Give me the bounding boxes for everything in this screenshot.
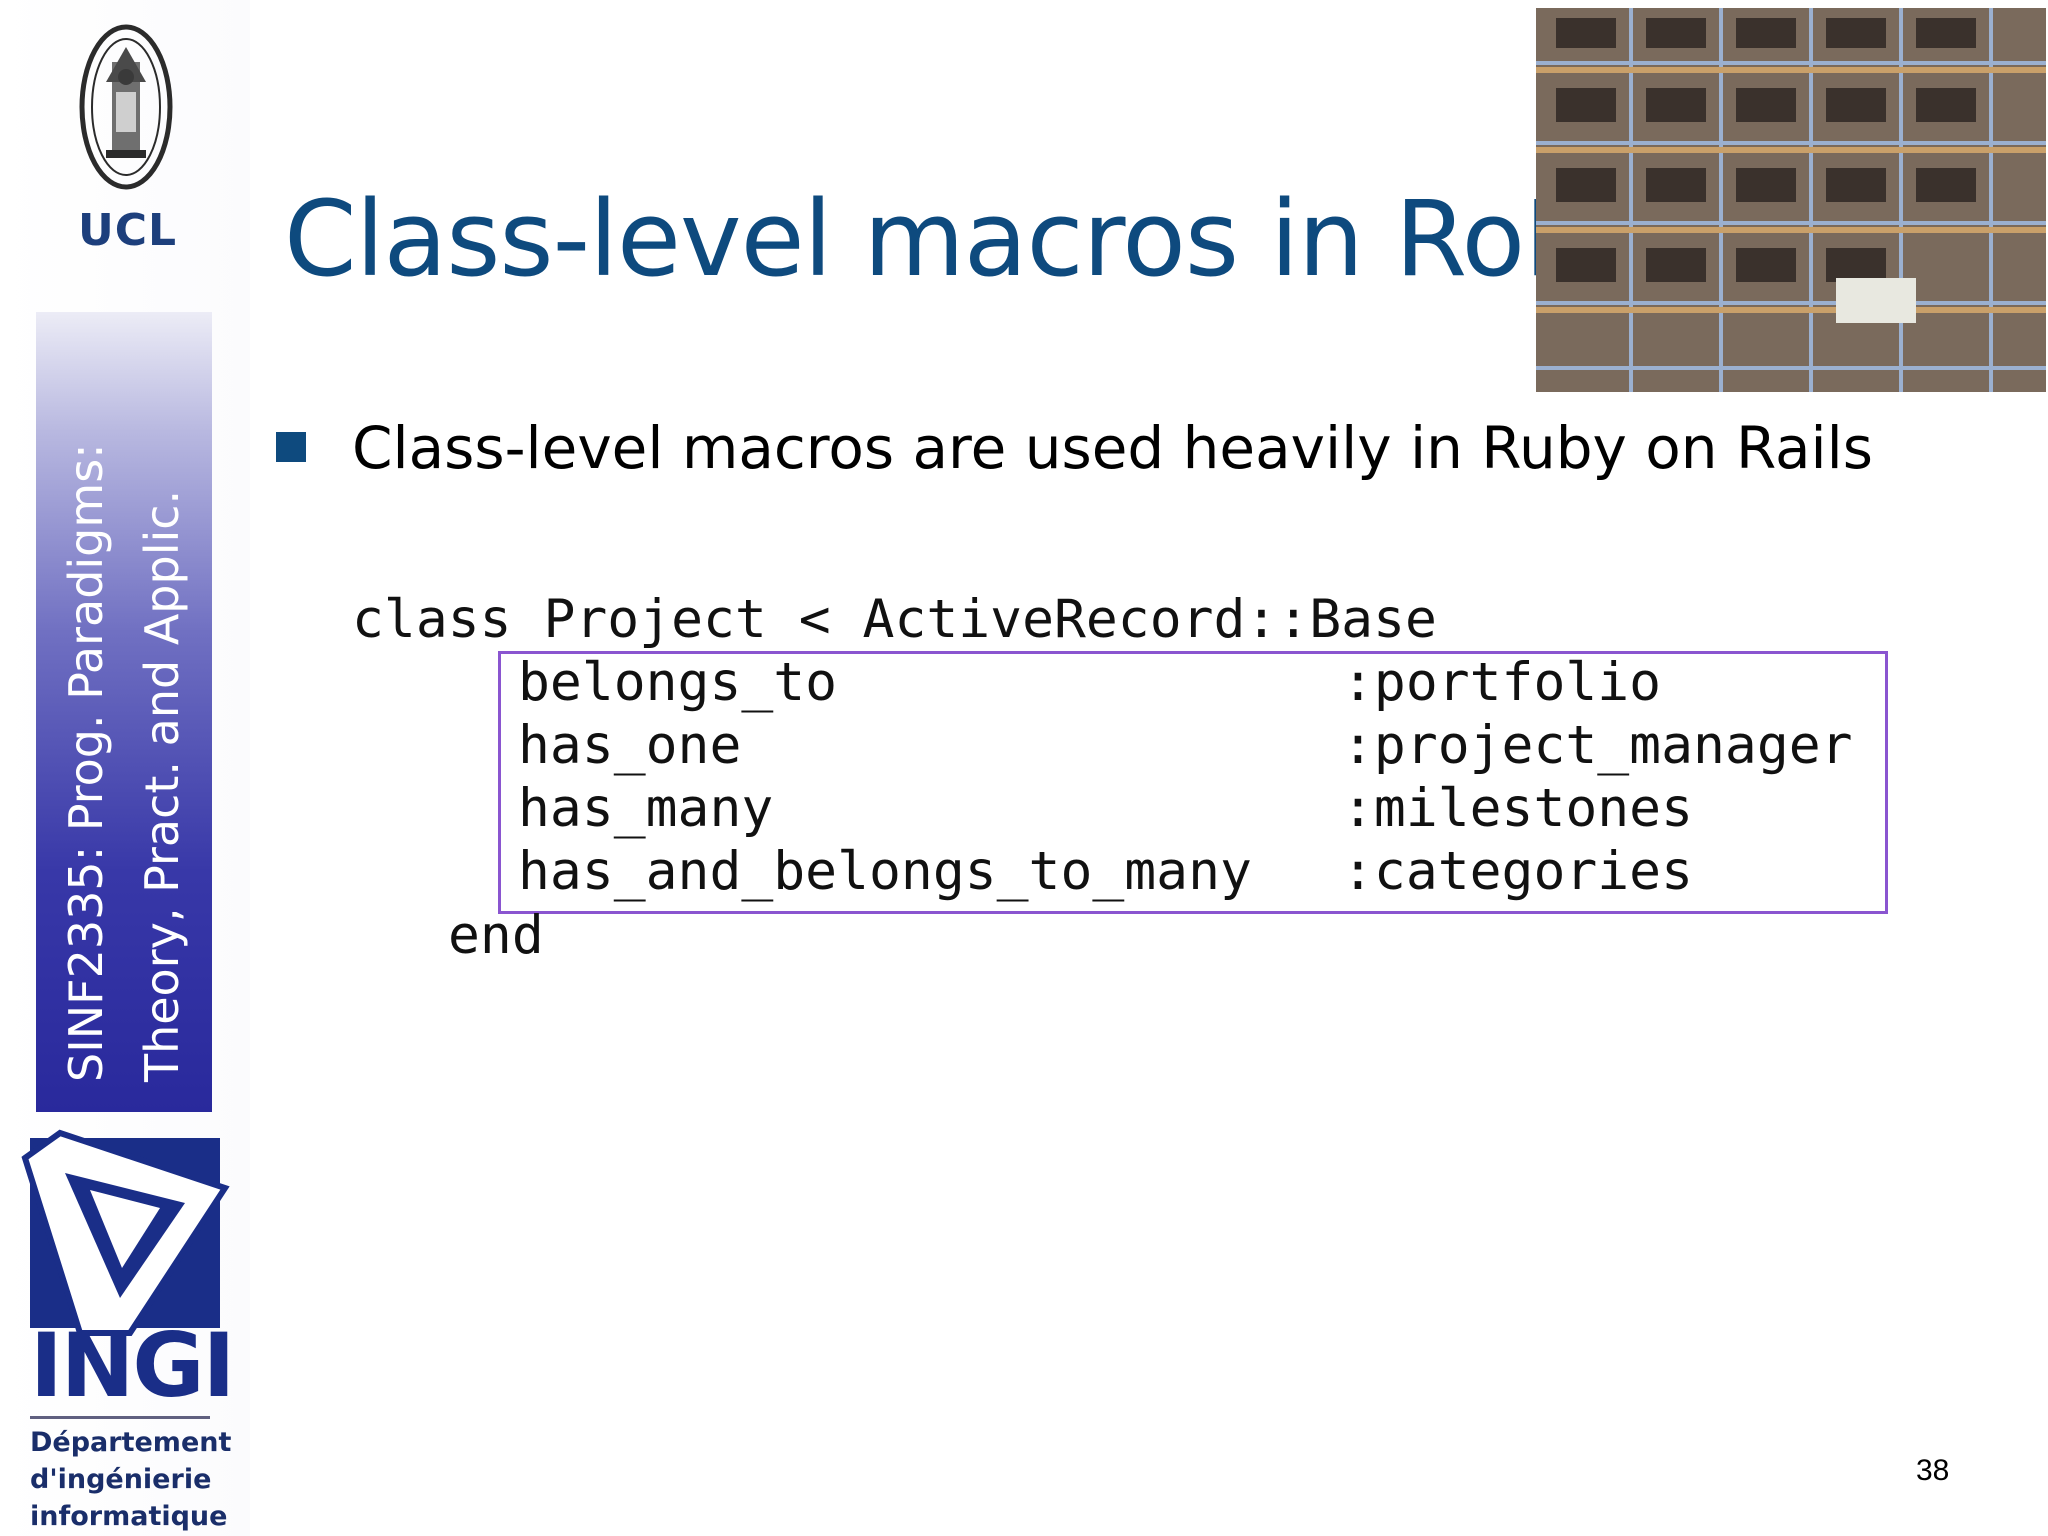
slide-title: Class-level macros in RoR <box>284 178 1596 300</box>
university-seal-icon <box>79 24 173 190</box>
bullet-marker <box>276 432 306 462</box>
code-macro-arg: :categories <box>1342 841 1693 902</box>
page-number: 38 <box>1916 1454 1950 1487</box>
sidebar: UCL SINF2335: Prog. Paradigms: Theory, P… <box>0 0 250 1536</box>
department-name: Département d'ingénierie informatique <box>30 1424 231 1535</box>
course-title: SINF2335: Prog. Paradigms: Theory, Pract… <box>48 312 200 1112</box>
course-band: SINF2335: Prog. Paradigms: Theory, Pract… <box>36 312 212 1112</box>
code-macro-name: has_and_belongs_to_many <box>518 841 1252 902</box>
code-macro-arg: :portfolio <box>1342 652 1662 713</box>
code-end-line: end <box>448 905 544 966</box>
building-scaffolding-photo <box>1536 8 2046 392</box>
code-macro-arg: :project_manager <box>1342 715 1853 776</box>
ingi-divider <box>30 1416 210 1419</box>
code-macro-name: belongs_to <box>518 652 838 713</box>
impossible-triangle-logo-icon <box>21 1129 230 1336</box>
code-macro-arg: :milestones <box>1342 778 1693 839</box>
code-macro-name: has_many <box>518 778 774 839</box>
course-line-2: Theory, Pract. and Applic. <box>135 489 189 1082</box>
department-line-2: d'ingénierie <box>30 1464 212 1495</box>
department-line-1: Département <box>30 1427 232 1458</box>
ucl-label: UCL <box>78 205 178 256</box>
code-class-line: class Project < ActiveRecord::Base <box>352 589 1437 650</box>
code-macro-name: has_one <box>518 715 742 776</box>
bullet-text: Class-level macros are used heavily in R… <box>352 414 1873 482</box>
ingi-wordmark: INGI <box>30 1314 235 1417</box>
macro-highlight-box <box>498 651 1888 914</box>
course-line-1: SINF2335: Prog. Paradigms: <box>59 443 113 1082</box>
department-line-3: informatique <box>30 1501 228 1532</box>
